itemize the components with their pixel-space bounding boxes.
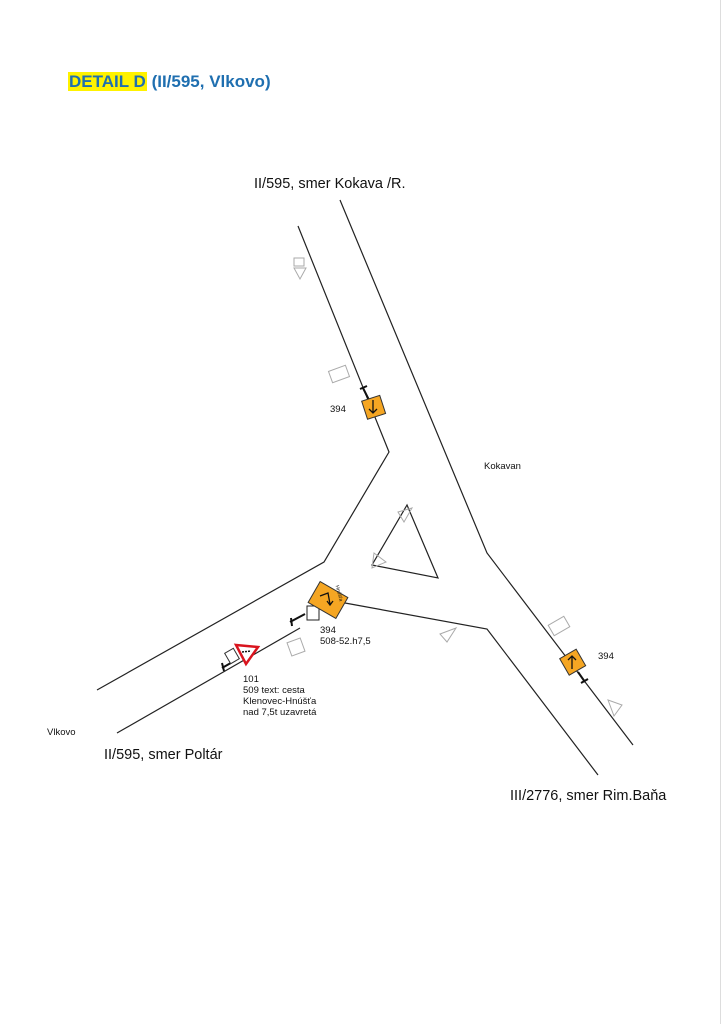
- sign-code-east: 394: [598, 651, 614, 662]
- yield-sign-icon: [221, 643, 261, 672]
- road-edge-east: [339, 199, 634, 746]
- existing-yield-sign-icon: [371, 552, 387, 569]
- existing-yield-sign-icon: [607, 699, 623, 718]
- existing-sign-plate-icon: [286, 637, 306, 657]
- existing-yield-sign-icon: [293, 267, 307, 281]
- sign-code-center: 394: [320, 625, 336, 636]
- yield-text-line: nad 7,5t uzavretá: [243, 707, 317, 718]
- sign-code-yield: 101: [243, 674, 259, 685]
- detour-sign-east-icon: [559, 648, 589, 684]
- detour-sign-center-icon: [289, 580, 349, 627]
- label-north-road: II/595, smer Kokava /R.: [254, 176, 406, 192]
- page-title: DETAIL D (II/595, Vlkovo): [68, 72, 271, 92]
- page-edge: [720, 0, 721, 1024]
- label-vlkovo: Vlkovo: [47, 727, 76, 738]
- road-edge-southwest: [116, 627, 301, 734]
- existing-sign-plate-icon: [327, 364, 351, 384]
- title-highlight: DETAIL D: [68, 72, 147, 91]
- label-southeast-road: III/2776, smer Rim.Baňa: [510, 788, 667, 804]
- title-rest: (II/595, Vlkovo): [151, 72, 271, 91]
- sign-code-north: 394: [330, 404, 346, 415]
- existing-sign-plate-icon: [293, 257, 305, 267]
- yield-text-line: 509 text: cesta: [243, 685, 305, 696]
- detour-sign-north-icon: [359, 385, 387, 420]
- existing-yield-sign-icon: [439, 627, 458, 643]
- road-edge-south: [344, 602, 599, 776]
- label-kokavan: Kokavan: [484, 461, 521, 472]
- road-edge-west: [96, 225, 390, 691]
- label-southwest-road: II/595, smer Poltár: [104, 747, 223, 763]
- yield-text-line: Klenovec-Hnúšťa: [243, 696, 317, 707]
- sign-subcode-center: 508-52.h7,5: [320, 636, 371, 647]
- existing-sign-plate-icon: [547, 615, 571, 637]
- traffic-island: [371, 503, 439, 579]
- existing-yield-sign-icon: [397, 507, 414, 523]
